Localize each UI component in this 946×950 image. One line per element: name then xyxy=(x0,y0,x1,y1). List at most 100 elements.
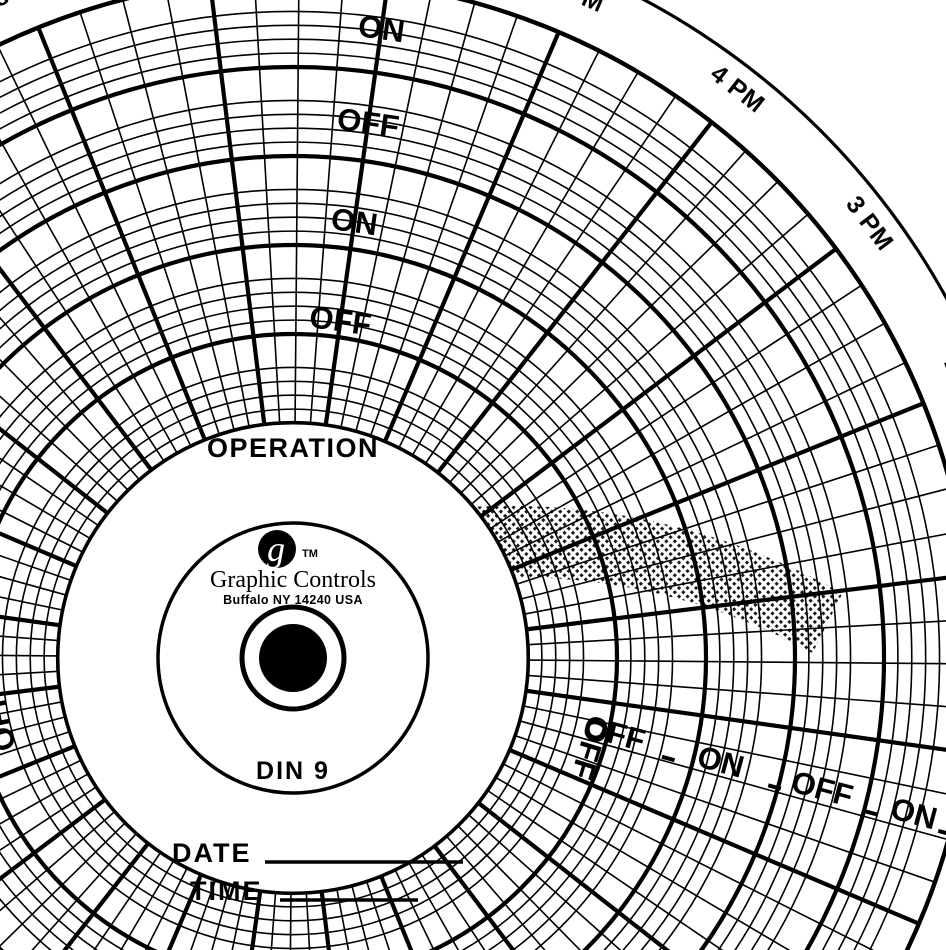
page-title: OPERATION xyxy=(207,433,379,463)
grid-radial-hour xyxy=(0,426,110,515)
date-field-label: DATE xyxy=(172,838,252,868)
grid-radial-quarter xyxy=(0,773,89,825)
grid-arc-minor xyxy=(0,99,852,950)
grid-radial-quarter xyxy=(0,810,116,912)
grid-arc-major xyxy=(0,154,797,950)
grid-radial-quarter xyxy=(445,835,546,950)
grid-arc-minor xyxy=(0,216,735,950)
grid-arc-minor xyxy=(0,230,721,950)
grid-radial-hour xyxy=(510,401,925,572)
trademark-mark: TM xyxy=(302,548,318,560)
grid-radial-quarter xyxy=(522,705,946,795)
grid-radial-quarter xyxy=(0,358,129,491)
grid-radial-hour xyxy=(525,575,946,632)
grid-radial-quarter xyxy=(495,776,791,950)
grid-radial-quarter xyxy=(0,395,119,503)
model-label: DIN 9 xyxy=(256,757,330,785)
grid-arc-minor xyxy=(0,291,660,950)
grid-radial-hour xyxy=(0,265,154,472)
grid-radial-quarter xyxy=(489,284,863,530)
logo-glyph: g xyxy=(267,529,285,569)
grid-radial-quarter xyxy=(0,822,126,948)
grid-radial-quarter xyxy=(398,50,600,449)
grid-radial-quarter xyxy=(497,322,886,543)
grid-radial-quarter xyxy=(0,509,84,553)
grid-radial-quarter xyxy=(421,854,486,950)
grid-radial-quarter xyxy=(408,862,460,950)
grid-radial-quarter xyxy=(486,789,724,950)
grid-radial-quarter xyxy=(502,763,875,950)
grid-radial-quarter xyxy=(294,0,300,424)
state-label-top: OFF xyxy=(307,299,373,342)
time-field[interactable]: TIME xyxy=(190,876,418,906)
grid-radial-quarter xyxy=(424,95,677,465)
grid-radial-quarter xyxy=(519,720,946,840)
grid-arc-minor xyxy=(29,394,557,922)
grid-radial-hour xyxy=(432,844,516,950)
time-field-label: TIME xyxy=(190,876,263,906)
grid-radial-hour xyxy=(479,247,838,519)
grid-radial-quarter xyxy=(0,786,97,852)
grid-radial-quarter xyxy=(254,0,281,424)
grid-radial-hour xyxy=(166,873,204,950)
grid-radial-hour xyxy=(0,797,107,882)
grid-radial-hour xyxy=(436,120,714,475)
grid-arc-minor xyxy=(0,141,810,950)
state-connector xyxy=(937,828,946,836)
brand-name: Graphic Controls xyxy=(210,567,376,593)
grid-arc-major xyxy=(0,331,620,950)
grid-radial-hour xyxy=(379,875,414,950)
state-label-top: ON xyxy=(329,201,380,242)
grid-arc-major xyxy=(0,243,708,950)
grid-arc-minor xyxy=(0,188,763,950)
grid-arc-minor xyxy=(0,113,838,950)
grid-radial-quarter xyxy=(527,620,946,646)
grid-arc-minor xyxy=(0,202,749,950)
grid-radial-quarter xyxy=(515,444,940,586)
grid-radial-quarter xyxy=(340,0,431,429)
grid-radial-quarter xyxy=(0,138,178,454)
grid-radial-hour xyxy=(0,744,76,779)
grid-arc-minor xyxy=(1,366,585,950)
state-connector xyxy=(661,754,676,763)
grid-radial-hour xyxy=(382,31,561,443)
grid-radial-quarter xyxy=(0,457,100,527)
grid-arc-minor xyxy=(0,277,674,950)
grid-radial-quarter xyxy=(467,813,622,950)
grid-radial-quarter xyxy=(122,0,235,431)
graphic-controls-logo: g TM xyxy=(258,529,318,569)
grid-radial-quarter xyxy=(0,759,82,801)
grid-radial-quarter xyxy=(460,180,779,494)
grid-arc-minor xyxy=(0,127,824,950)
grid-radial-quarter xyxy=(527,659,946,665)
grid-radial-quarter xyxy=(520,488,946,600)
grid-arc-major xyxy=(0,65,886,950)
date-field[interactable]: DATE xyxy=(172,838,463,868)
grid-radial-hour xyxy=(508,747,920,926)
grid-radial-quarter xyxy=(0,484,91,540)
grid-arc-minor xyxy=(43,408,543,908)
grid-radial-quarter xyxy=(79,11,221,436)
grid-radial-hour xyxy=(0,531,78,569)
grid-radial-hour xyxy=(476,801,671,950)
grid-radial-hour xyxy=(210,0,267,426)
grid-radial-quarter xyxy=(457,825,582,950)
grid-radial-quarter xyxy=(309,0,343,424)
grid-radial-quarter xyxy=(0,554,72,582)
grid-radial-hour xyxy=(323,0,388,426)
grid-arc-minor xyxy=(0,305,646,950)
grid-radial-quarter xyxy=(504,361,906,557)
hub-hole xyxy=(259,624,327,692)
logo-circle-icon xyxy=(258,530,296,568)
grid-radial-quarter xyxy=(527,674,946,708)
grid-radial-quarter xyxy=(0,48,192,447)
grid-radial-quarter xyxy=(144,867,188,950)
grid-radial-quarter xyxy=(31,832,138,950)
grid-radial-quarter xyxy=(369,15,518,437)
grid-radial-quarter xyxy=(523,533,946,615)
grid-arc-minor xyxy=(0,10,941,950)
state-label-top: ON xyxy=(356,8,407,49)
grid-arc-minor xyxy=(0,319,632,950)
